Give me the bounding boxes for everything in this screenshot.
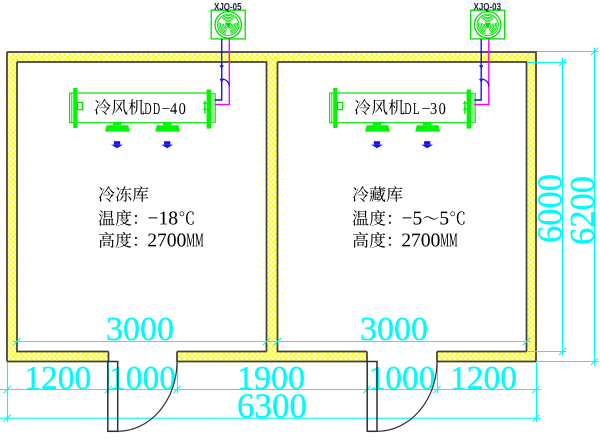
svg-text:1200: 1200 — [450, 360, 517, 397]
svg-text:XJQ-05: XJQ-05 — [214, 1, 242, 13]
svg-text:6200: 6200 — [564, 176, 600, 245]
svg-text:3000: 3000 — [360, 311, 428, 348]
svg-text:3000: 3000 — [106, 311, 174, 348]
svg-text:1000: 1000 — [109, 360, 176, 397]
svg-text:XJQ-03: XJQ-03 — [474, 1, 502, 13]
svg-text:1000: 1000 — [369, 360, 436, 397]
svg-text:6000: 6000 — [532, 174, 570, 243]
svg-text:1900: 1900 — [237, 360, 305, 397]
svg-text:1200: 1200 — [24, 360, 91, 397]
svg-text:6300: 6300 — [237, 386, 307, 425]
